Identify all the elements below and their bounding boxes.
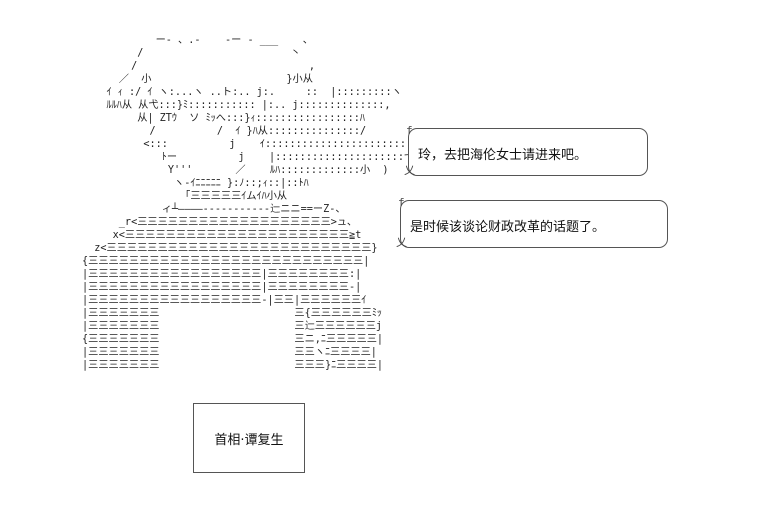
ascii-art-line: / , [82,61,316,72]
ascii-art-line: _r<三三三三三三三三三三三三三三三三三三三>ュ、 [82,217,358,228]
speech-bubble-2: f 是时候该谈论财政改革的话题了。 乂 [392,196,672,252]
ascii-art-line: |三三三三三三三 三{三三三三三三ﾐｯ [82,308,383,319]
ascii-art-line: ヽ-ｲﾆﾆﾆﾆﾆ }:ﾉ::;ｨ::|::ﾄﾊ [82,178,309,189]
ascii-art-line: ﾙﾙﾊ从 从弋:::}ﾐ::::::::::: |:.. j::::::::::… [82,100,391,111]
speech-bubble-2-text: 是时候该谈论财政改革的话题了。 [410,220,606,235]
nameplate-label: 首相·谭复生 [214,432,284,448]
ascii-art-line: {三三三三三三三 三ニ,ﾆ三三三三三| [82,334,384,345]
ascii-art-line: |三三三三三三三三三三三三三三三三三|三三三三三三三三-| [82,282,362,293]
ascii-art-line: ｲ ｨ :/ ｲ ヽ:...ヽ ..ト:.. j:. :: |:::::::::… [82,87,402,98]
ascii-art-line: ／ 小 }小从 [82,74,313,85]
speech-bubble-1-frame [408,128,648,176]
character-ascii-art: ー- 、.- ‐ー ‐ ___ 、 / 丶 / , ／ 小 }小从 ｲ ｨ :/… [82,34,421,372]
speech-bubble-2-open-mark: f [398,196,405,209]
ascii-art-line: z<三三三三三三三三三三三三三三三三三三三三三三三三三三} [82,243,378,254]
ascii-art-line: |三三三三三三三 三辷三三三三三三j [82,321,383,332]
ascii-art-line: / / ｲ }ﾊ从:::::::::::::::/ [82,126,367,137]
speech-bubble-2-frame [400,200,668,248]
ascii-art-line: |三三三三三三三 三三ヽﾆ三三三三| [82,347,377,358]
ascii-art-line: / 丶 [82,48,301,59]
speech-bubble-2-tail-mark: 乂 [396,236,407,249]
ascii-art-line: 「三三三三三ｲムｲﾊ小从 [82,191,288,202]
speech-bubble-1-tail-mark: 乂 [404,164,415,177]
ascii-art-line: {三三三三三三三三三三三三三三三三三三三三三三三三三三三| [82,256,370,267]
ascii-art-line: x<三三三三三三三三三三三三三三三三三三三三三三≧t [82,230,362,241]
ascii-art-line: |三三三三三三三 三三三}ﾆ三三三三| [82,360,384,371]
speech-bubble-1: f 玲，去把海伦女士请进来吧。 乂 [400,124,660,180]
ascii-art-line: ー- 、.- ‐ー ‐ ___ 、 [82,35,313,46]
ascii-art-line: 从| ZTｳ ソ ﾐｯへ:::}ｨ:::::::::::::::::ﾊ [82,113,365,124]
ascii-art-line: Y''' ／ ﾙﾊ:::::::::::::小 ) [82,165,389,176]
ascii-art-line: <::: j ｲ:::::::::::::::::::::::しｲ [82,139,422,150]
speech-bubble-1-text: 玲，去把海伦女士请进来吧。 [418,148,588,163]
ascii-art-line: |三三三三三三三三三三三三三三三三三|三三三三三三三三:| [82,269,362,280]
ascii-art-line: |三三三三三三三三三三三三三三三三三-|三三|三三三三三三ｲ [82,295,367,306]
speech-bubble-1-open-mark: f [406,124,413,137]
ascii-art-line: ィ┴――――-----------辷ニニ==ーZ-、 [82,204,346,215]
ascii-art-line: ﾄー j |:::::::::::::::::::::弋´ [82,152,421,163]
nameplate: 首相·谭复生 [193,403,305,473]
